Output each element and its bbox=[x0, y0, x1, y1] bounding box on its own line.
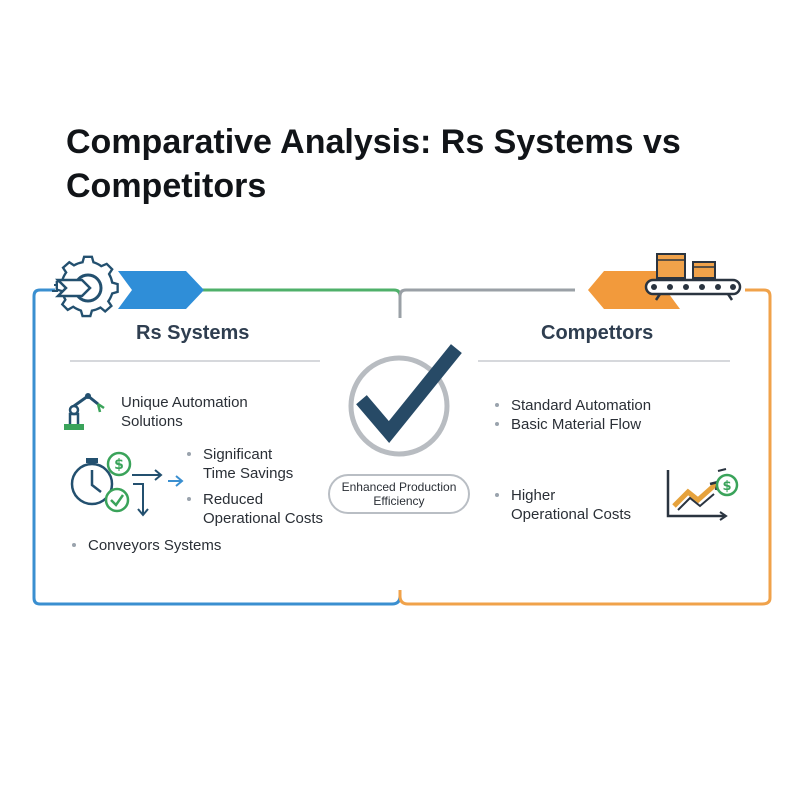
conveyor-boxes-icon bbox=[644, 253, 742, 301]
higher-costs-line2: Operational Costs bbox=[511, 506, 632, 523]
unique-automation-line1: Unique Automation bbox=[121, 394, 248, 411]
time-savings-item: Significant Time Savings bbox=[186, 445, 294, 483]
top-gray-line bbox=[398, 288, 575, 318]
left-chevron-badge bbox=[118, 271, 204, 309]
basic-material-flow-label: Basic Material Flow bbox=[511, 416, 642, 433]
time-savings-line2: Time Savings bbox=[203, 465, 294, 482]
top-green-line bbox=[200, 288, 402, 318]
unique-automation-item: Unique Automation Solutions bbox=[121, 393, 248, 431]
enhanced-efficiency-line1: Enhanced Production bbox=[341, 480, 457, 494]
reduced-costs-line1: Reduced bbox=[203, 491, 264, 508]
enhanced-efficiency-line2: Efficiency bbox=[373, 494, 425, 508]
conveyors-systems-label: Conveyors Systems bbox=[88, 537, 222, 554]
svg-text:$: $ bbox=[722, 479, 731, 494]
standard-automation-label: Standard Automation bbox=[511, 397, 652, 414]
time-savings-line1: Significant bbox=[203, 446, 273, 463]
higher-costs-line1: Higher bbox=[511, 487, 556, 504]
left-panel-border bbox=[32, 288, 402, 606]
unique-automation-line2: Solutions bbox=[121, 413, 183, 430]
higher-costs-item: Higher Operational Costs bbox=[494, 486, 632, 524]
right-panel-border bbox=[398, 288, 772, 606]
svg-text:$: $ bbox=[114, 457, 124, 473]
reduced-costs-line2: Operational Costs bbox=[203, 510, 324, 527]
conveyors-systems-item: Conveyors Systems bbox=[71, 536, 222, 555]
gear-arrow-icon bbox=[52, 255, 119, 318]
rising-cost-chart-icon: $ bbox=[666, 468, 739, 521]
enhanced-efficiency-pill: Enhanced Production Efficiency bbox=[328, 474, 470, 514]
robot-arm-icon bbox=[64, 393, 105, 430]
checkmark-icon bbox=[348, 344, 462, 457]
standard-automation-item: Standard Automation bbox=[494, 396, 652, 415]
reduced-costs-item: Reduced Operational Costs bbox=[186, 490, 324, 528]
page-title: Comparative Analysis: Rs Systems vs Comp… bbox=[66, 123, 681, 205]
stopwatch-money-icon: $ bbox=[70, 451, 184, 517]
basic-material-flow-item: Basic Material Flow bbox=[494, 415, 642, 434]
right-panel-heading: Compettors bbox=[541, 322, 654, 344]
left-panel-heading: Rs Systems bbox=[136, 322, 250, 344]
